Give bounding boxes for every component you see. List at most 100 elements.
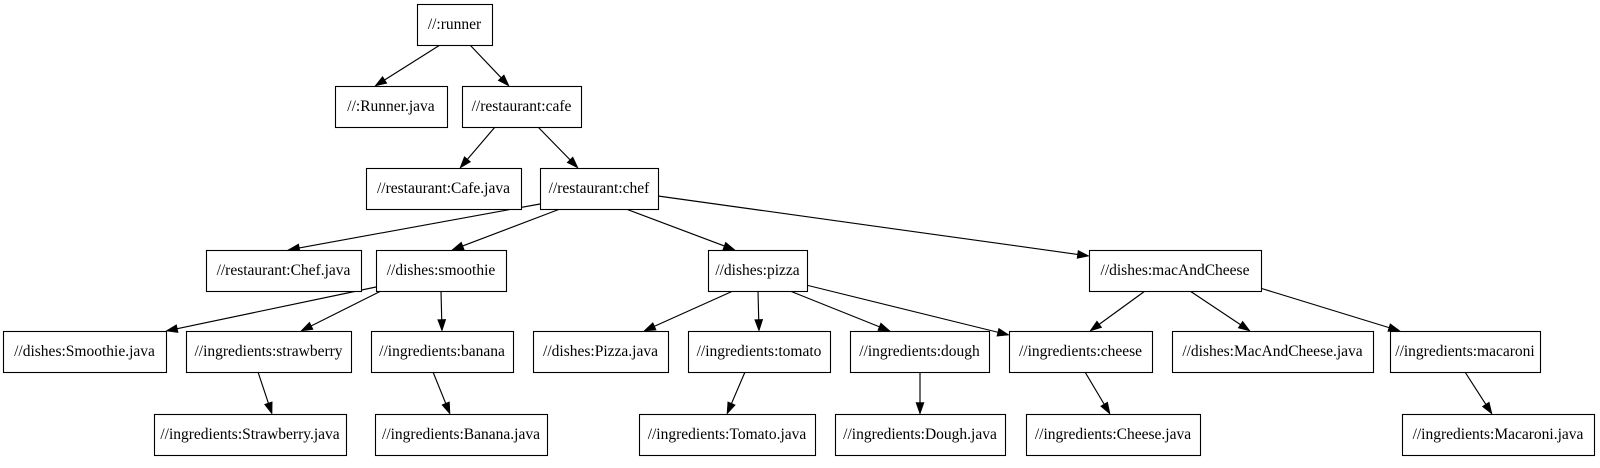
graph-edge [451,208,561,251]
edge-arrowhead-icon [915,402,925,415]
node-label: //ingredients:Macaroni.java [1413,426,1584,443]
graph-node-runner[interactable]: //:runner [416,3,494,47]
node-label: //dishes:pizza [715,262,799,279]
edge-line [299,203,541,249]
node-label: //ingredients:tomato [697,343,822,360]
graph-node-smoothie_java[interactable]: //dishes:Smoothie.java [2,330,168,374]
edge-arrowhead-icon [1089,320,1103,332]
graph-edge [789,290,891,332]
graph-node-chef_java[interactable]: //restaurant:Chef.java [205,249,363,293]
graph-node-runner_java[interactable]: //:Runner.java [334,85,449,129]
node-label: //restaurant:Chef.java [217,262,351,279]
edge-arrowhead-icon [374,75,388,87]
graph-edge [1259,287,1401,332]
graph-node-ing_dough[interactable]: //ingredients:dough [849,330,991,374]
edge-arrowhead-icon [1100,401,1111,415]
graph-node-strawberry_java[interactable]: //ingredients:Strawberry.java [153,413,348,457]
edge-arrowhead-icon [264,401,273,415]
node-box[interactable] [707,249,809,293]
graph-node-mac_java[interactable]: //dishes:MacAndCheese.java [1171,330,1375,374]
node-box[interactable] [416,3,494,47]
graph-edge [300,290,382,332]
edge-line [757,290,760,320]
graph-node-ing_macaroni[interactable]: //ingredients:macaroni [1389,330,1542,374]
edge-line [654,290,734,327]
graph-node-ing_tomato[interactable]: //ingredients:tomato [687,330,832,374]
graph-edge [459,126,496,169]
graph-node-dishes_smoothie[interactable]: //dishes:smoothie [375,249,508,293]
graph-node-restaurant_cafe[interactable]: //restaurant:cafe [461,85,583,129]
node-box[interactable] [539,167,660,211]
graph-edge [165,286,377,333]
node-box[interactable] [365,167,523,211]
graph-edge [657,195,1090,259]
node-box[interactable] [687,330,832,374]
node-box[interactable] [834,413,1007,457]
node-label: //restaurant:chef [549,180,651,197]
graph-edge [625,208,736,251]
node-label: //ingredients:Tomato.java [648,426,807,443]
graph-node-dishes_mac[interactable]: //dishes:macAndCheese [1088,249,1263,293]
node-box[interactable] [1008,330,1154,374]
graph-node-tomato_java[interactable]: //ingredients:Tomato.java [638,413,817,457]
node-box[interactable] [849,330,991,374]
node-box[interactable] [1088,249,1263,293]
node-label: //ingredients:Strawberry.java [160,426,339,443]
edges-layer [165,44,1493,415]
graph-edge [437,290,447,332]
node-label: //restaurant:Cafe.java [377,180,510,197]
node-box[interactable] [461,85,583,129]
edge-line [177,286,377,330]
graph-node-dough_java[interactable]: //ingredients:Dough.java [834,413,1007,457]
graph-edge [754,290,764,332]
edge-arrowhead-icon [300,321,314,332]
edge-line [1464,371,1487,405]
node-box[interactable] [1171,330,1375,374]
node-box[interactable] [1389,330,1542,374]
edge-line [440,290,443,320]
node-box[interactable] [205,249,363,293]
node-label: //dishes:macAndCheese [1101,262,1250,279]
node-label: //ingredients:Dough.java [843,426,997,443]
node-box[interactable] [532,330,670,374]
node-box[interactable] [1401,413,1596,457]
node-label: //:Runner.java [347,98,435,115]
graph-edge [1084,371,1111,415]
graph-node-banana_java[interactable]: //ingredients:Banana.java [374,413,549,457]
graph-node-pizza_java[interactable]: //dishes:Pizza.java [532,330,670,374]
nodes-layer: //:runner //:Runner.java //restaurant:cafe… [2,3,1596,457]
node-box[interactable] [153,413,348,457]
edge-line [467,126,496,160]
edge-arrowhead-icon [497,74,510,87]
node-box[interactable] [374,413,549,457]
graph-node-ing_banana[interactable]: //ingredients:banana [370,330,515,374]
node-box[interactable] [638,413,817,457]
edge-arrowhead-icon [722,241,736,251]
graph-node-dishes_pizza[interactable]: //dishes:pizza [707,249,809,293]
edge-line [657,195,1078,255]
graph-node-macaroni_java[interactable]: //ingredients:Macaroni.java [1401,413,1596,457]
edge-line [432,371,447,404]
edge-line [311,290,382,327]
graph-node-cafe_java[interactable]: //restaurant:Cafe.java [365,167,523,211]
node-box[interactable] [375,249,508,293]
graph-node-ing_strawberry[interactable]: //ingredients:strawberry [185,330,353,374]
node-box[interactable] [2,330,168,374]
edge-arrowhead-icon [1481,401,1493,415]
graph-edge [1464,371,1493,415]
graph-edge [726,371,746,415]
node-label: //ingredients:dough [859,343,980,360]
edge-arrowhead-icon [996,327,1010,337]
node-box[interactable] [334,85,449,129]
node-box[interactable] [185,330,353,374]
graph-node-restaurant_chef[interactable]: //restaurant:chef [539,167,660,211]
edge-arrowhead-icon [566,156,579,169]
graph-node-ing_cheese[interactable]: //ingredients:cheese [1008,330,1154,374]
graph-node-cheese_java[interactable]: //ingredients:Cheese.java [1025,413,1202,457]
node-box[interactable] [1025,413,1202,457]
edge-line [257,371,269,404]
node-box[interactable] [370,330,515,374]
node-label: //ingredients:banana [379,343,505,360]
